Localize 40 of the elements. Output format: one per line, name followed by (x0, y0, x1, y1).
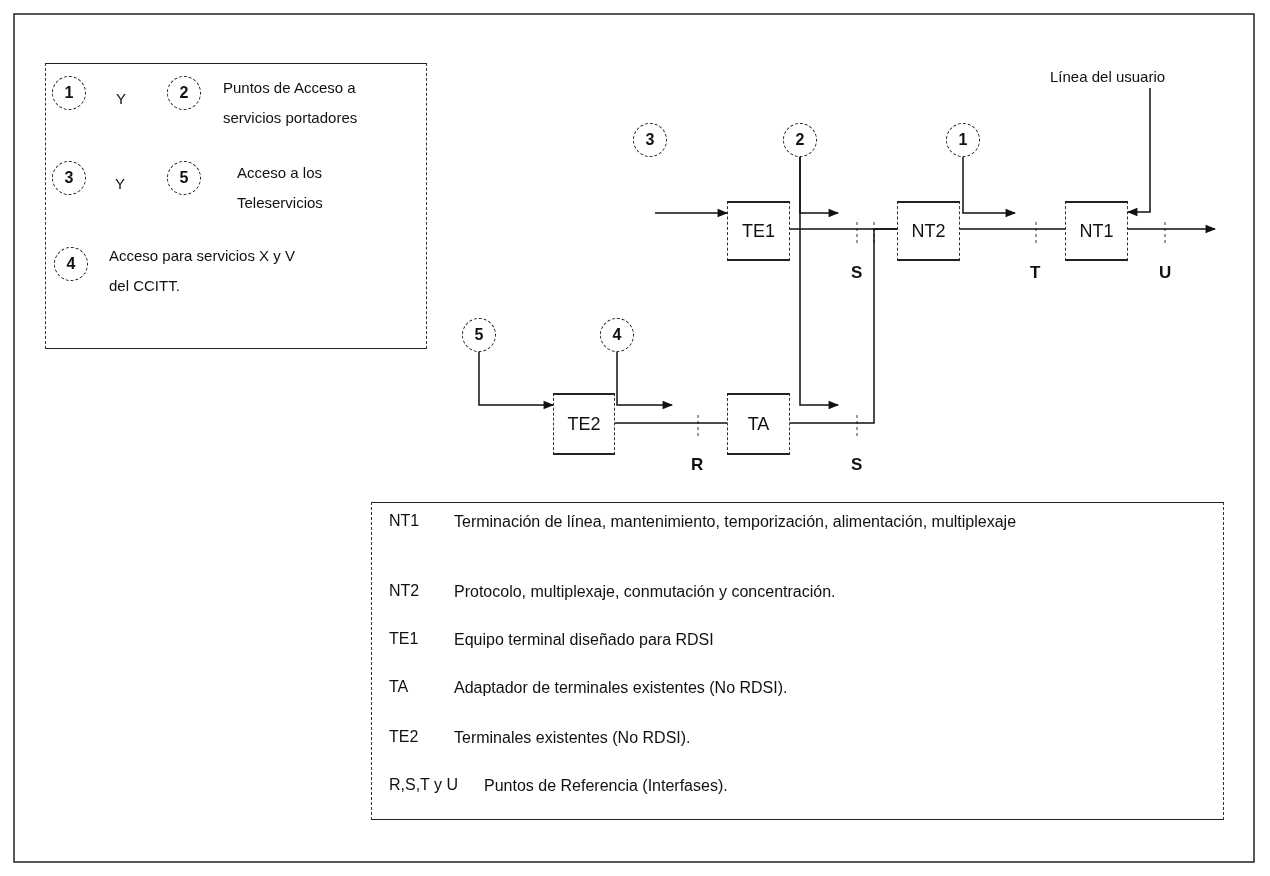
block-box: NT1 (1065, 201, 1128, 261)
glossary-panel (371, 502, 1224, 820)
conjunction-text: Y (116, 89, 126, 109)
connector-line (614, 422, 728, 424)
legend-panel (45, 63, 427, 349)
arrow (799, 156, 840, 410)
arrow (1126, 87, 1151, 217)
connector-line (789, 228, 898, 424)
term-text: NT2 (389, 583, 420, 599)
reference-point-label: T (1030, 263, 1041, 283)
definition-text: Terminales existentes (No RDSI). (454, 728, 692, 748)
term-text: TE2 (389, 729, 419, 745)
arrow (654, 208, 729, 218)
description-text: Acceso a los Teleservicios (237, 163, 324, 213)
arrow (1127, 224, 1217, 234)
reference-point-label: S (851, 263, 863, 283)
term-text: TA (389, 679, 409, 695)
connector-line (959, 228, 1066, 230)
term-text: R,S,T y U (389, 777, 459, 793)
term-text: NT1 (389, 513, 420, 529)
reference-point-label: S (851, 455, 863, 475)
reference-point-label: U (1159, 263, 1172, 283)
definition-text: Puntos de Referencia (Interfases). (484, 776, 729, 796)
term-text: TE1 (389, 631, 419, 647)
block-box: TA (727, 393, 790, 455)
definition-text: Terminación de línea, mantenimiento, temporización, alimentación, multiplexaje (454, 512, 1018, 532)
block-box: NT2 (897, 201, 960, 261)
definition-text: Equipo terminal diseñado para RDSI (454, 630, 715, 650)
arrow (962, 156, 1017, 218)
definition-text: Adaptador de terminales existentes (No RDSI). (454, 678, 789, 698)
arrow (478, 351, 555, 410)
conjunction-text: Y (115, 174, 125, 194)
arrow (616, 351, 674, 410)
block-box: TE1 (727, 201, 790, 261)
annotation-text: Línea del usuario (1050, 68, 1210, 88)
block-box: TE2 (553, 393, 615, 455)
definition-text: Protocolo, multiplexaje, conmutación y concentración. (454, 582, 837, 602)
description-text: Acceso para servicios X y V del CCITT. (109, 246, 296, 296)
description-text: Puntos de Acceso a servicios portadores (223, 78, 359, 128)
reference-point-label: R (691, 455, 704, 475)
